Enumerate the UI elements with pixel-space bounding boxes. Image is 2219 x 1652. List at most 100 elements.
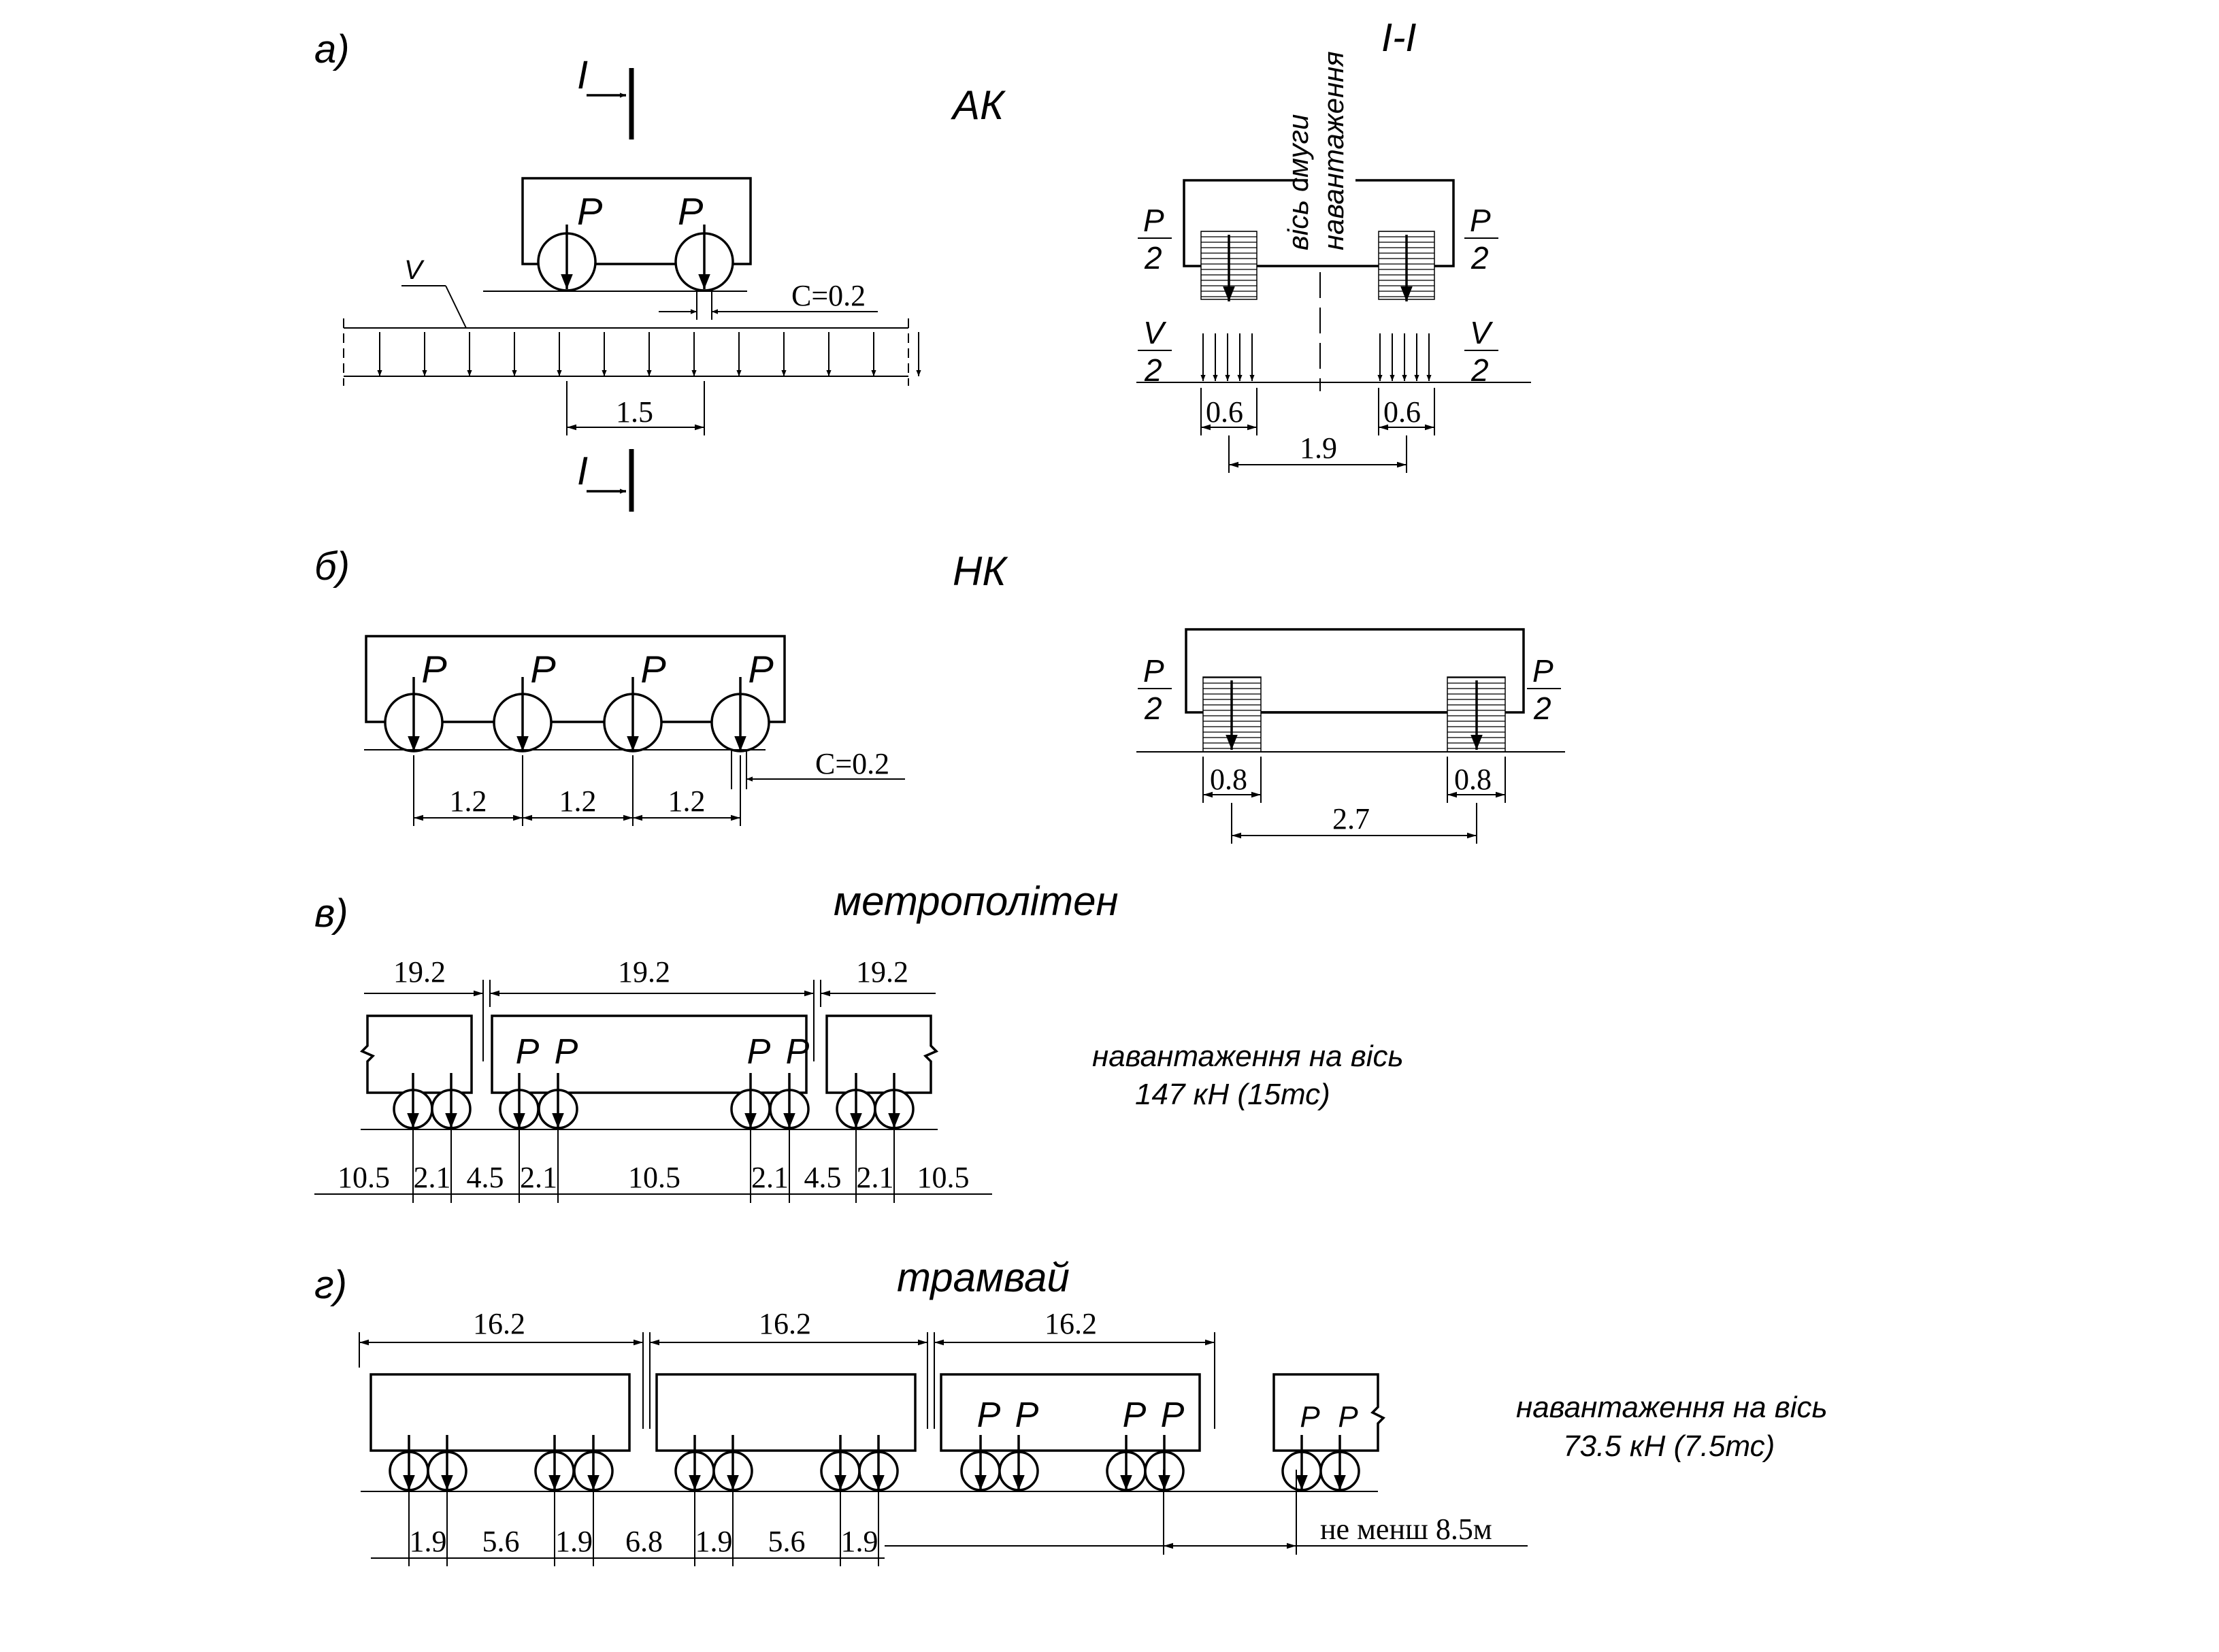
section-wheel-width-right: 0.6	[1383, 395, 1421, 429]
metro-car-length-3: 19.2	[856, 955, 908, 989]
nk-c-dim: C=0.2	[815, 747, 889, 780]
panel-b-label: б)	[314, 544, 350, 589]
metro-bottom-dim-5: 10.5	[628, 1161, 680, 1194]
lane-axis-label-2: навантаження	[1317, 51, 1349, 250]
metro-bottom-dim-1: 10.5	[338, 1161, 390, 1194]
section-mark-label-top: І	[577, 53, 588, 97]
section-mark-top: І	[577, 53, 634, 139]
tram-car-length-1: 16.2	[473, 1307, 525, 1340]
svg-text:P: P	[1470, 203, 1491, 238]
tram-car-3	[940, 1373, 1201, 1452]
panel-v-label: в)	[314, 891, 348, 936]
metro-car-length-1: 19.2	[393, 955, 446, 989]
metro-bottom-dim-8: 2.1	[857, 1161, 894, 1194]
svg-text:2: 2	[1533, 691, 1551, 726]
tram-bottom-dim-5: 1.9	[695, 1525, 733, 1558]
tram-note-2: 73.5 кН (7.5тс)	[1563, 1430, 1775, 1463]
svg-text:P: P	[1143, 653, 1164, 689]
tram-bottom-dim-4: 6.8	[625, 1525, 663, 1558]
nk-load-p-4: P	[748, 648, 773, 691]
svg-text:2: 2	[1144, 240, 1162, 276]
tram-bottom-dim-3: 1.9	[555, 1525, 593, 1558]
metro-bottom-dim-3: 4.5	[467, 1161, 504, 1194]
tram-car-4	[1272, 1373, 1385, 1452]
ak-vehicle-body	[521, 177, 752, 265]
ak-axle-spacing: 1.5	[616, 395, 653, 429]
nk-spacing-2: 1.2	[559, 784, 597, 818]
metro-load-p-3: P	[747, 1032, 771, 1072]
section-track: 1.9	[1300, 431, 1337, 465]
ak-load-p-1: P	[577, 190, 602, 233]
nk-load-p-3: P	[640, 648, 665, 691]
tram-load-p-3: P	[1123, 1395, 1147, 1435]
metro-note-2: 147 кН (15тс)	[1135, 1078, 1330, 1111]
fraction-v-half-left: V 2	[1138, 315, 1172, 388]
tram-note-1: навантаження на вісь	[1516, 1391, 1828, 1424]
panel-a-title: АК	[951, 82, 1006, 128]
fraction-p-half-left: P 2	[1138, 203, 1172, 276]
nk-fraction-left: P 2	[1138, 653, 1172, 726]
nk-wheel-width-right: 0.8	[1454, 763, 1492, 796]
metro-bottom-dim-9: 10.5	[917, 1161, 970, 1194]
nk-fraction-right: P 2	[1527, 653, 1561, 726]
section-mark-bottom: І	[577, 449, 634, 512]
section-mark-label-bottom: І	[577, 449, 588, 493]
svg-text:2: 2	[1144, 691, 1162, 726]
panel-v-title: метрополітен	[834, 878, 1118, 924]
ak-distributed-load: V	[343, 255, 921, 386]
svg-text:2: 2	[1470, 240, 1489, 276]
nk-track: 2.7	[1332, 802, 1370, 836]
panel-a: а) АК І І P P C=0.2	[314, 14, 1531, 512]
ak-c-dim: C=0.2	[791, 279, 866, 312]
metro-bottom-dim-7: 4.5	[804, 1161, 842, 1194]
svg-text:V: V	[1143, 315, 1167, 350]
tram-bottom-dim-7: 1.9	[841, 1525, 878, 1558]
ak-load-p-2: P	[678, 190, 703, 233]
metro-bottom-dim-2: 2.1	[414, 1161, 451, 1194]
metro-car-right	[825, 1014, 939, 1094]
metro-car-left	[359, 1014, 473, 1094]
metro-car-length-2: 19.2	[618, 955, 670, 989]
svg-text:P: P	[1143, 203, 1164, 238]
metro-load-p-4: P	[786, 1032, 810, 1072]
tram-bottom-dim-6: 5.6	[768, 1525, 806, 1558]
tram-load-p-6: P	[1338, 1400, 1358, 1434]
nk-wheel-width-left: 0.8	[1210, 763, 1247, 796]
tram-load-p-5: P	[1300, 1400, 1320, 1434]
svg-text:P: P	[1532, 653, 1554, 689]
tram-load-p-4: P	[1161, 1395, 1185, 1435]
metro-car-middle	[491, 1014, 808, 1094]
nk-load-p-2: P	[530, 648, 555, 691]
metro-load-p-1: P	[516, 1032, 540, 1072]
tram-load-p-1: P	[977, 1395, 1001, 1435]
tram-load-p-2: P	[1015, 1395, 1039, 1435]
tram-min-distance: не менш 8.5м	[1320, 1513, 1492, 1546]
fraction-p-half-right: P 2	[1464, 203, 1498, 276]
nk-load-p-1: P	[421, 648, 446, 691]
metro-bottom-dim-4: 2.1	[520, 1161, 557, 1194]
tram-car-length-3: 16.2	[1045, 1307, 1097, 1340]
ak-load-v: V	[404, 255, 425, 285]
lane-axis-label-1: вісь смуги	[1282, 114, 1314, 250]
metro-bottom-dim-6: 2.1	[751, 1161, 789, 1194]
metro-note-1: навантаження на вісь	[1092, 1040, 1404, 1073]
section-title: І-І	[1381, 16, 1417, 60]
fraction-v-half-right: V 2	[1464, 315, 1498, 388]
tram-car-1	[369, 1373, 631, 1452]
tram-car-2	[655, 1373, 917, 1452]
panel-g-label: г)	[314, 1263, 347, 1307]
tram-car-length-2: 16.2	[759, 1307, 811, 1340]
nk-vehicle-body	[365, 635, 786, 723]
section-wheel-width-left: 0.6	[1206, 395, 1243, 429]
panel-a-label: а)	[314, 27, 350, 71]
panel-g-title: трамвай	[897, 1255, 1070, 1300]
nk-spacing-3: 1.2	[668, 784, 706, 818]
svg-text:V: V	[1470, 315, 1494, 350]
panel-b-title: НК	[953, 548, 1008, 594]
tram-bottom-dim-1: 1.9	[410, 1525, 447, 1558]
tram-bottom-dim-2: 5.6	[482, 1525, 520, 1558]
